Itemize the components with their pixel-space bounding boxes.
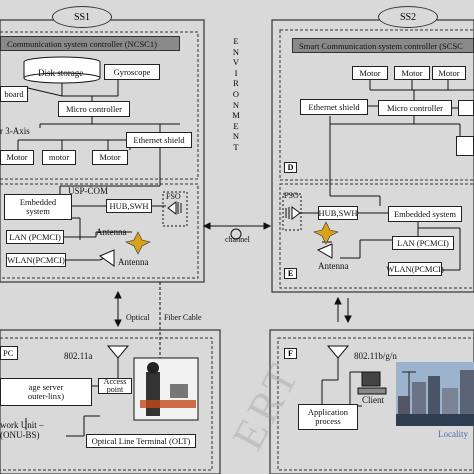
network-unit-label: work Unit – (ONU-BS): [0, 420, 44, 441]
ss2-controller-header: Smart Communication system controller (S…: [292, 38, 474, 53]
ss1-label: SS1: [52, 6, 112, 28]
ss1-embedded-system-label: Embedded system: [19, 197, 57, 216]
fiber-cable-label: Fiber Cable: [164, 313, 202, 322]
section-tag-f: F: [284, 348, 297, 359]
ss1-gyroscope: Gyroscope: [104, 64, 160, 80]
ss1-motor-2: motor: [42, 150, 76, 165]
locality-label: Locality: [438, 429, 468, 439]
application-process-label: Application process: [307, 407, 349, 426]
optical-label: Optical: [126, 313, 150, 322]
ss1-wlan: WLAN(PCMCI): [6, 253, 66, 267]
pc-label: PC: [0, 346, 18, 360]
olt: Optical Line Terminal (OLT): [86, 434, 196, 448]
ss1-micro-controller: Micro controller: [58, 101, 130, 117]
storage-server: age server outer-linx): [0, 378, 92, 406]
ss1-controller-header: Communication system controller (NCSC1): [0, 36, 180, 51]
ss1-disk-storage-label: Disk storage: [38, 68, 84, 78]
ss1-lan: LAN (PCMCI): [6, 230, 64, 244]
ss1-embedded-system: Embedded system: [4, 194, 72, 220]
ss1-motor-3: Motor: [92, 150, 128, 165]
ss2-lan: LAN (PCMCI): [392, 236, 454, 250]
ss2-motor-1: Motor: [352, 66, 388, 80]
wifi-802-11a-label: 802.11a: [64, 351, 93, 361]
network-unit-text: work Unit – (ONU-BS): [0, 420, 44, 441]
ss2-motor-3: Motor: [432, 66, 466, 80]
channel-label: channel: [225, 235, 250, 244]
ss1-keyboard: board: [0, 86, 28, 102]
ss1-antenna-1-label: Antenna: [96, 227, 127, 237]
ss1-ethernet-shield: Ethernet shield: [126, 132, 192, 148]
ss2-hub-swh: HUB,SWH: [318, 206, 358, 220]
storage-server-label: age server outer-linx): [27, 382, 65, 401]
ss2-side-block-1: [458, 100, 474, 116]
ss2-micro-controller: Micro controller: [378, 100, 452, 116]
ss2-antenna-label: Antenna: [318, 261, 349, 271]
ss1-fso-label: FSO: [166, 192, 181, 201]
ss1-3axis-sensor: r 3-Axis: [0, 126, 30, 136]
ss2-tag-e: E: [284, 268, 297, 279]
access-point: Access point: [98, 377, 132, 394]
ss2-ethernet-shield: Ethernet shield: [300, 99, 368, 115]
ss2-embedded-system: Embedded system: [388, 206, 462, 222]
ss1-usp-com-label: USP-COM: [68, 186, 109, 196]
ss2-motor-2: Motor: [394, 66, 430, 80]
client-label: Client: [362, 395, 384, 405]
wifi-802-11bgn-label: 802.11b/g/n: [354, 351, 397, 361]
application-process: Application process: [298, 404, 358, 430]
ss1-motor-1: Motor: [0, 150, 34, 165]
ss2-label: SS2: [378, 6, 438, 28]
ss2-tag-d: D: [284, 162, 297, 173]
ss2-wlan: WLAN(PCMCI): [386, 262, 444, 276]
ss2-side-block-2: [456, 136, 474, 156]
ss2-fso-label: FSO: [284, 191, 299, 200]
ss1-antenna-2-label: Antenna: [118, 257, 149, 267]
ss1-hub-swh: HUB,SWH: [106, 199, 152, 213]
